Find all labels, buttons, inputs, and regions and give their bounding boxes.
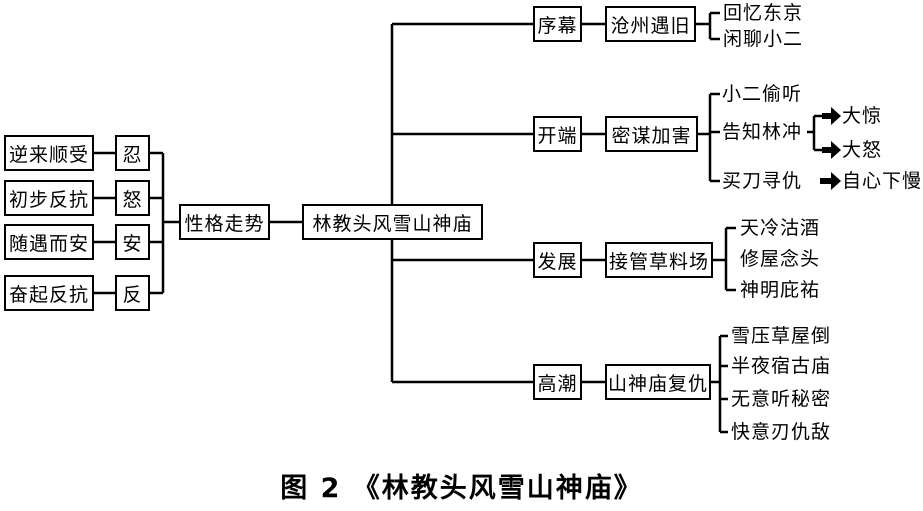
outcome-label: 大惊 [842,105,883,127]
stage-desc-box: 逆来顺受 [4,135,94,171]
event-box: 山神庙复仇 [605,364,711,400]
stage-box-climax: 高潮 [533,364,582,400]
detail-label: 买刀寻仇 [722,170,803,192]
stage-char-box: 忍 [115,135,150,171]
detail-label: 回忆东京 [723,2,804,24]
stage-char-box: 反 [115,275,150,311]
detail-label: 天冷沽酒 [740,217,821,239]
stage-box-beginning: 开端 [533,116,582,152]
stage-box-prologue: 序幕 [533,6,582,42]
event-box: 沧州遇旧 [605,6,696,42]
detail-label: 无意听秘密 [731,388,832,410]
detail-label: 修屋念头 [740,248,821,270]
stage-desc-box: 初步反抗 [4,180,94,216]
character-trend-box: 性格走势 [179,204,270,240]
event-box: 密谋加害 [605,116,698,152]
detail-label: 告知林冲 [722,121,803,143]
stage-char-box: 怒 [115,180,150,216]
stage-desc-box: 随遇而安 [4,224,94,260]
stage-desc-box: 奋起反抗 [4,275,94,311]
event-box: 接管草料场 [605,242,713,278]
stage-box-development: 发展 [533,242,582,278]
root-title-box: 林教头风雪山神庙 [302,204,483,240]
outcome-label: 自心下慢 [842,170,923,192]
detail-label: 快意刃仇敌 [731,421,832,443]
detail-label: 神明庇祐 [740,279,821,301]
outcome-label: 大怒 [842,139,883,161]
detail-label: 半夜宿古庙 [731,355,832,377]
detail-label: 雪压草屋倒 [731,325,832,347]
figure-caption: 图 2 《林教头风雪山神庙》 [280,473,643,504]
stage-char-box: 安 [115,224,150,260]
detail-label: 小二偷听 [722,83,803,105]
detail-label: 闲聊小二 [723,28,804,50]
